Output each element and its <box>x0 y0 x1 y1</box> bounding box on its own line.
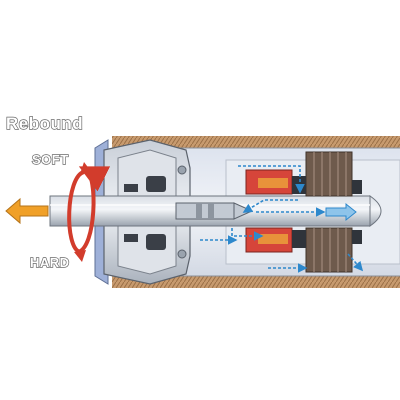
circular-arrow-icon <box>67 162 111 262</box>
seal-upper <box>146 176 166 192</box>
left-arrow-icon <box>5 197 49 225</box>
flow-arrow-icon <box>242 199 298 213</box>
outer-tube-top-wall <box>112 136 400 148</box>
piston-band-upper <box>305 151 353 197</box>
oil-flow-paths <box>200 165 364 273</box>
adjuster-needle <box>175 202 254 220</box>
seal-lower <box>146 234 166 250</box>
diagram-title: Rebound <box>5 113 84 133</box>
flow-arrow-icon <box>238 165 305 194</box>
piston-band-lower <box>305 227 353 273</box>
flow-arrow-icon <box>347 253 364 272</box>
outer-tube-bottom-wall <box>112 276 400 288</box>
hard-label: HARD <box>29 254 70 270</box>
flow-arrow-icon <box>325 202 357 222</box>
soft-label: SOFT <box>31 151 69 167</box>
piston-assembly <box>245 151 362 273</box>
